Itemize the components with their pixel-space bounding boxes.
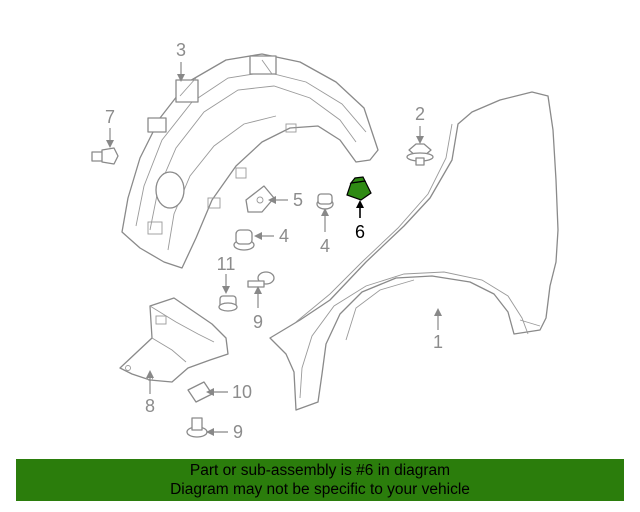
callout-9-lower: 9 (233, 422, 243, 442)
callout-4-upper: 4 (320, 236, 330, 256)
retainer-4-upper (316, 193, 334, 210)
callout-leaders (106, 62, 442, 436)
fender-liner (121, 53, 379, 269)
callout-9-upper: 9 (253, 312, 263, 332)
splash-shield (119, 297, 229, 383)
grommet-11 (218, 295, 238, 312)
info-banner: Part or sub-assembly is #6 in diagram Di… (16, 459, 624, 501)
screw-9-lower (186, 417, 208, 438)
bolt-2 (406, 143, 434, 166)
callout-7: 7 (105, 107, 115, 127)
front-fender (269, 91, 559, 411)
callout-5: 5 (293, 190, 303, 210)
callout-1: 1 (433, 332, 443, 352)
banner-line-part: Part or sub-assembly is #6 in diagram (189, 462, 451, 479)
callout-6: 6 (355, 222, 365, 242)
push-clip-6-highlighted (346, 176, 372, 201)
banner-line-disclaimer: Diagram may not be specific to your vehi… (170, 481, 470, 498)
callout-3: 3 (176, 40, 186, 60)
callout-2: 2 (415, 104, 425, 124)
bolt-7 (91, 147, 119, 165)
callout-11: 11 (217, 254, 236, 274)
callout-labels: 3 7 2 5 4 4 6 11 9 1 8 10 9 (105, 40, 443, 442)
clip-5 (245, 185, 275, 213)
retainer-4-lower (233, 229, 255, 251)
callout-10: 10 (232, 382, 252, 402)
parts-diagram: 3 7 2 5 4 4 6 11 9 1 8 10 9 (91, 40, 559, 442)
callout-8: 8 (145, 396, 155, 416)
callout-4-lower: 4 (279, 226, 289, 246)
screw-9-upper (247, 271, 275, 288)
